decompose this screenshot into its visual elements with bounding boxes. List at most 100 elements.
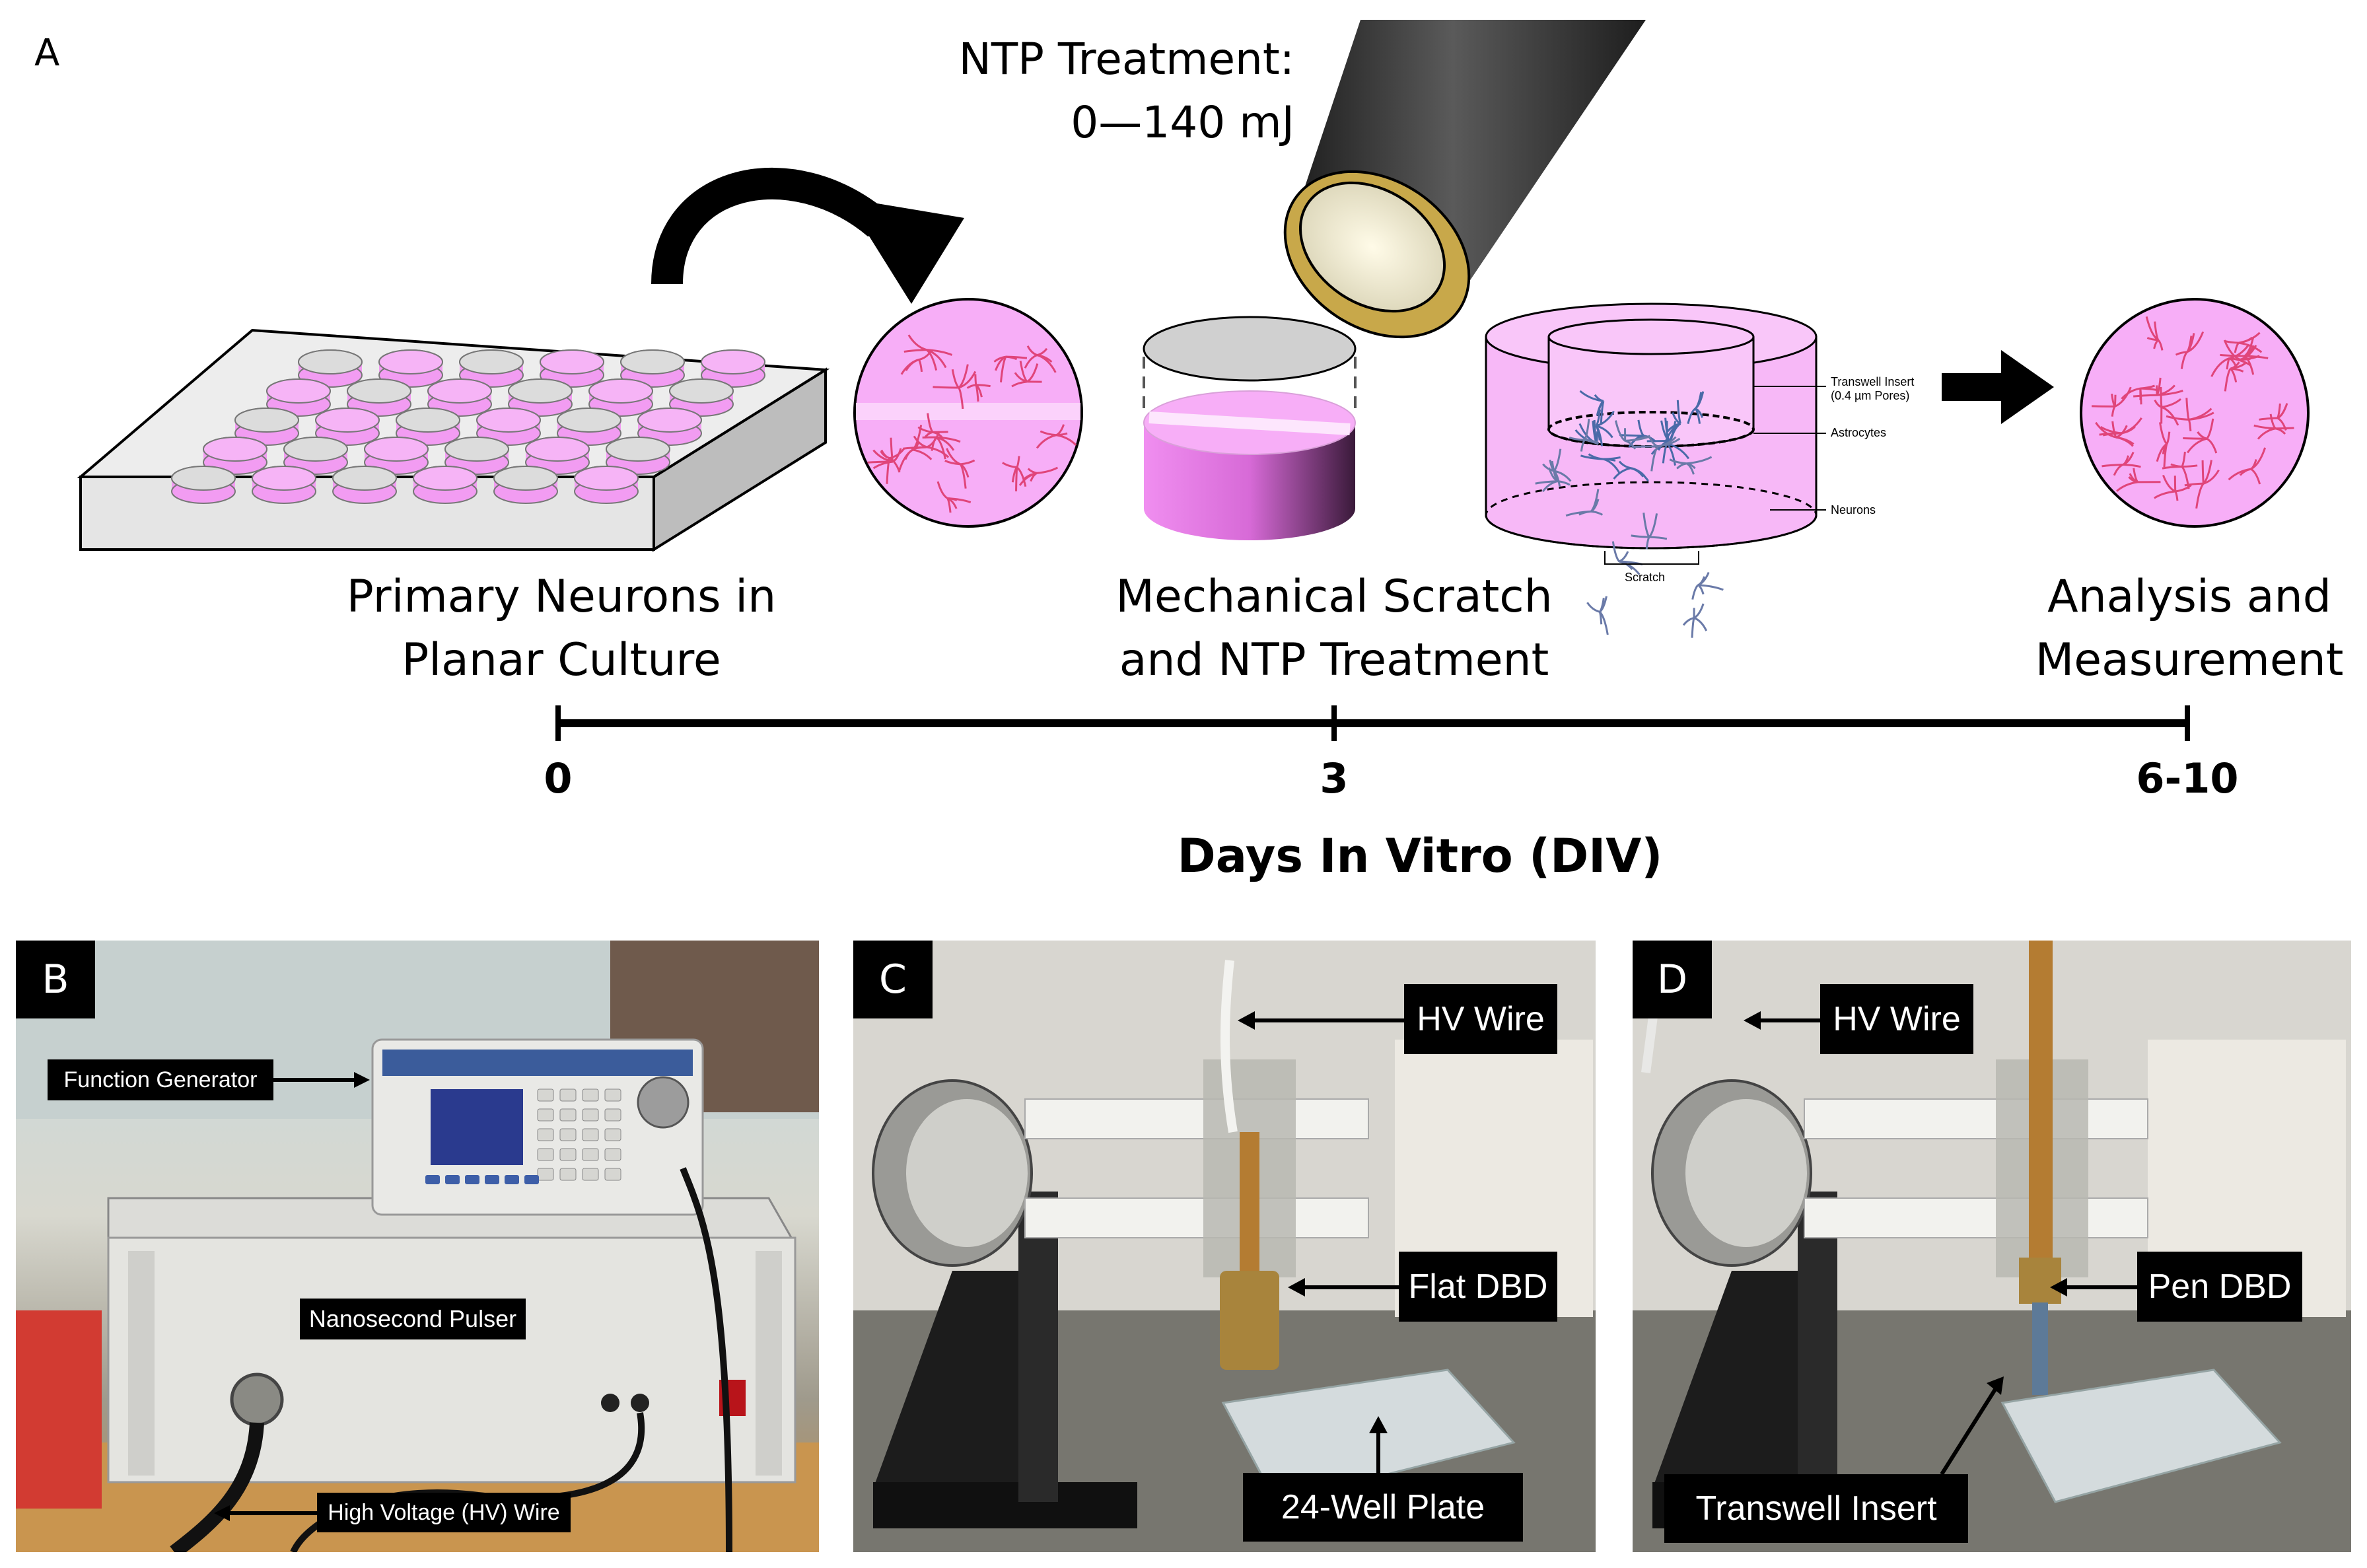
fg-button — [537, 1108, 554, 1122]
well-top — [427, 378, 492, 404]
neurite — [1590, 499, 1600, 513]
hv-wire-badge-b: High Voltage (HV) Wire — [317, 1493, 571, 1532]
neurite — [1631, 534, 1650, 538]
stage-scratch-ntp: Mechanical Scratch and NTP Treatment — [1083, 565, 1585, 692]
well-top — [234, 408, 299, 433]
well-top — [364, 437, 429, 462]
transwell-insert-line1: Transwell Insert — [1831, 375, 1915, 388]
neurite — [2186, 336, 2193, 353]
transwell-insert-label-d: Transwell Insert — [1695, 1489, 1937, 1528]
well-top — [701, 349, 765, 374]
neurite — [1011, 466, 1018, 483]
fg-button — [582, 1088, 599, 1102]
well-top — [444, 437, 509, 462]
stage2-line1: Mechanical Scratch — [1115, 571, 1553, 623]
neurite — [936, 481, 948, 499]
neurite — [2170, 463, 2182, 468]
tick-day-6-10: 6-10 — [2136, 754, 2239, 802]
neurite — [1613, 467, 1631, 480]
neurite — [1553, 448, 1562, 472]
scratch-label: Scratch — [1625, 571, 1666, 584]
neurite — [1686, 456, 1713, 465]
panel-c-letter: C — [853, 941, 933, 1018]
neurite — [1005, 355, 1028, 359]
neurite — [1553, 470, 1572, 482]
well-top — [606, 437, 670, 462]
function-generator-label: Function Generator — [63, 1067, 258, 1092]
neurite — [889, 448, 905, 460]
transwell-insert-line2: (0.4 µm Pores) — [1831, 389, 1910, 402]
neurite — [2161, 398, 2182, 408]
neurite — [2206, 418, 2214, 440]
panel-a-schematic — [77, 20, 2310, 741]
neurite — [2244, 355, 2269, 359]
hv-wire-label-d: HV Wire — [1833, 1000, 1961, 1038]
neurite — [1693, 617, 1708, 631]
neurite — [933, 386, 959, 389]
neurite — [2122, 455, 2130, 466]
neurite — [1016, 456, 1020, 468]
well-top — [347, 378, 411, 404]
panel-d-letter: D — [1633, 941, 1712, 1018]
well-top — [283, 437, 348, 462]
well-top — [669, 378, 734, 404]
pen-dbd-label: Pen DBD — [2148, 1267, 2292, 1306]
neurite — [1695, 391, 1705, 410]
neurite — [1596, 400, 1604, 416]
neurite — [1569, 437, 1585, 441]
well-top — [378, 349, 443, 374]
ntp-treatment-label: NTP Treatment: 0—140 mJ — [944, 28, 1294, 155]
neurite — [2250, 468, 2261, 485]
well-plate-badge: 24-Well Plate — [1243, 1473, 1523, 1542]
neurite — [2183, 437, 2207, 440]
well-top — [540, 349, 604, 374]
neurite — [1015, 467, 1018, 491]
neurite — [2159, 422, 2168, 445]
fg-button — [537, 1088, 554, 1102]
neurite — [936, 436, 961, 443]
neurite — [2224, 368, 2232, 392]
neurite — [2206, 437, 2218, 454]
straight-arrow-icon — [1942, 350, 2054, 424]
neurite — [944, 460, 961, 466]
neurite — [1676, 400, 1681, 424]
transwell-insert-arrow-icon — [1940, 1376, 2004, 1476]
neurite — [2223, 339, 2241, 361]
timeline-axis-title: Days In Vitro (DIV) — [1177, 829, 1663, 883]
stage1-line2: Planar Culture — [402, 634, 721, 686]
neurite — [1631, 445, 1658, 448]
neurons-label: Neurons — [1831, 503, 1876, 517]
well-top — [203, 437, 267, 462]
neurite — [1657, 436, 1677, 448]
neurite — [880, 449, 890, 460]
neurite — [1698, 584, 1724, 591]
neurite — [1619, 560, 1641, 575]
astrocytes-label: Astrocytes — [1831, 426, 1887, 439]
well-top — [252, 466, 316, 491]
neurite — [1056, 432, 1068, 437]
neurite — [905, 359, 919, 370]
well-top — [620, 349, 685, 374]
neurite — [1687, 408, 1697, 424]
neurite — [912, 448, 933, 460]
fg-softkey — [465, 1175, 479, 1184]
fg-button — [559, 1148, 577, 1161]
hv-wire-badge-d: HV Wire — [1820, 984, 1973, 1054]
well-top — [508, 378, 573, 404]
neurite — [974, 374, 977, 385]
neurite — [947, 497, 958, 509]
neurite — [1586, 602, 1600, 613]
tick-day-3: 3 — [1320, 754, 1349, 802]
neurite — [1611, 541, 1620, 563]
neurite — [1676, 462, 1687, 470]
fg-button — [559, 1168, 577, 1181]
fg-button — [604, 1168, 621, 1181]
fg-button — [604, 1108, 621, 1122]
neurite — [1649, 536, 1668, 540]
well-top — [396, 408, 460, 433]
neurite — [1011, 380, 1028, 388]
well-top — [298, 349, 363, 374]
fg-button — [604, 1148, 621, 1161]
neurite — [2226, 357, 2230, 370]
fg-softkey — [425, 1175, 440, 1184]
